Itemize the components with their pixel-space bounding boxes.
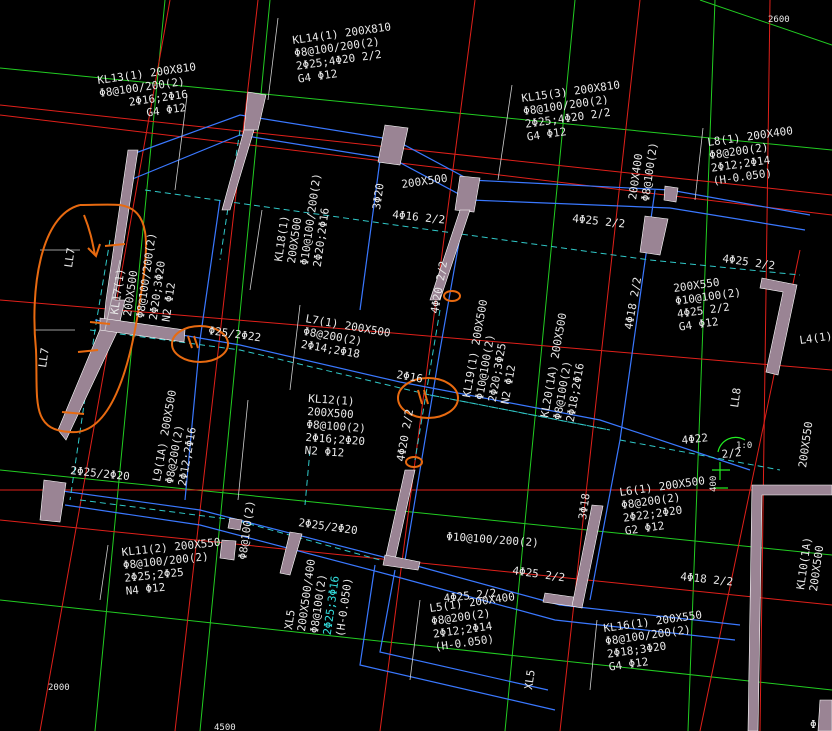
tag-phi-corner: Φ xyxy=(810,718,817,731)
svg-text:G4 Φ12: G4 Φ12 xyxy=(678,315,719,333)
svg-text:200X500: 200X500 xyxy=(307,405,354,421)
tag-2phi25-2phi20-left: 2Φ25/2Φ20 xyxy=(70,464,131,483)
markup-tick-3 xyxy=(77,349,99,353)
svg-text:200X550: 200X550 xyxy=(796,421,815,469)
dim-text-top-right: 2600 xyxy=(768,15,790,25)
tag-200x500-top: 200X500 xyxy=(401,172,449,191)
columns xyxy=(39,91,832,731)
label-200x550-right: 200X550 Φ10@100(2) 4Φ25 2/2 G4 Φ12 xyxy=(673,276,742,334)
markup-tick-1 xyxy=(104,243,126,247)
tag-2phi16: 2Φ16 xyxy=(395,368,423,385)
dim-text-bottom-left: 2000 xyxy=(48,683,70,693)
tag-l4: L4(1) xyxy=(799,329,832,346)
svg-text:KL17(1): KL17(1) xyxy=(108,268,127,316)
svg-text:G4 Φ12: G4 Φ12 xyxy=(526,125,567,143)
tag-4phi25-upper: 4Φ25 2/2 xyxy=(572,212,626,230)
tag-3phi20: 3Φ20 xyxy=(370,182,387,210)
tag-ll8: LL8 xyxy=(728,387,744,408)
svg-text:200X500: 200X500 xyxy=(121,270,140,318)
svg-text:200X550: 200X550 xyxy=(673,276,721,295)
markup-ellipse-4 xyxy=(405,456,423,468)
tag-ll7-lower: LL7 xyxy=(36,347,52,368)
tag-phi10-100-200: Φ10@100/200(2) xyxy=(446,530,539,549)
marker-symbol xyxy=(712,436,746,489)
markup-hook xyxy=(83,214,101,258)
label-200x550-far-right: 200X550 xyxy=(796,421,815,469)
svg-text:200X500: 200X500 xyxy=(285,217,304,265)
tag-4phi25-bottom: 4Φ25 2/2 xyxy=(443,587,497,605)
tag-1-0: 1:0 xyxy=(736,441,752,451)
svg-text:200X500: 200X500 xyxy=(807,545,826,593)
svg-text:KL12(1): KL12(1) xyxy=(308,392,355,408)
svg-text:N2 Φ12: N2 Φ12 xyxy=(304,444,345,460)
svg-text:G4 Φ12: G4 Φ12 xyxy=(608,655,649,673)
svg-text:2Φ16;2Φ20: 2Φ16;2Φ20 xyxy=(305,431,365,448)
markup-ellipse-2 xyxy=(397,377,459,419)
svg-text:N2 Φ12: N2 Φ12 xyxy=(160,281,178,322)
label-200x400-right: 200X400 Φ8@100(2) xyxy=(626,141,660,202)
leader-lines xyxy=(35,17,704,691)
label-kl15: KL15(3) 200X810 Φ8@100/200(2) 2Φ25;4Φ20 … xyxy=(521,78,621,143)
markup-tick-2 xyxy=(89,321,111,325)
tag-xl5-right: XL5 xyxy=(522,669,538,690)
tag-4phi16: 4Φ16 2/2 xyxy=(392,208,446,226)
label-xl5-left: XL5 200X500/400 Φ8@100(2) 2Φ25;3Φ16 (H-0… xyxy=(282,558,355,637)
svg-text:2Φ25;2Φ25: 2Φ25;2Φ25 xyxy=(124,566,185,585)
markup-ellipse-3 xyxy=(443,290,461,302)
svg-text:200X400: 200X400 xyxy=(626,153,645,201)
label-kl10: KL10(1A) 200X500 xyxy=(794,536,826,593)
review-markups xyxy=(33,203,461,468)
beam-dashed-edges xyxy=(69,129,801,561)
tag-2-2-small: 2/2 xyxy=(721,446,742,461)
label-l7: L7(1) 200X500 Φ8@200(2) 2Φ14;2Φ18 xyxy=(300,312,392,361)
svg-text:G4 Φ12: G4 Φ12 xyxy=(297,67,338,85)
svg-text:KL18(1): KL18(1) xyxy=(272,215,291,263)
markup-ellipse-1 xyxy=(171,325,229,363)
svg-text:XL5: XL5 xyxy=(282,609,298,630)
svg-text:G4 Φ12: G4 Φ12 xyxy=(146,101,187,119)
tag-ll7-upper: LL7 xyxy=(62,247,78,268)
label-kl12: KL12(1) 200X500 Φ8@100(2) 2Φ16;2Φ20 N2 Φ… xyxy=(304,392,366,460)
tag-3phi18: 3Φ18 xyxy=(576,492,593,520)
dim-text-bottom: 4500 xyxy=(214,723,236,731)
tag-4phi22: 4Φ22 xyxy=(681,431,709,447)
tag-4phi18-right: 4Φ18 2/2 xyxy=(680,570,734,588)
svg-text:Φ8@100(2): Φ8@100(2) xyxy=(306,418,366,435)
markup-tick-4 xyxy=(61,411,85,415)
svg-text:G2 Φ12: G2 Φ12 xyxy=(624,519,665,537)
svg-text:N4 Φ12: N4 Φ12 xyxy=(125,581,166,598)
markup-loop-left xyxy=(33,203,147,434)
tag-400: 400 xyxy=(709,476,719,492)
